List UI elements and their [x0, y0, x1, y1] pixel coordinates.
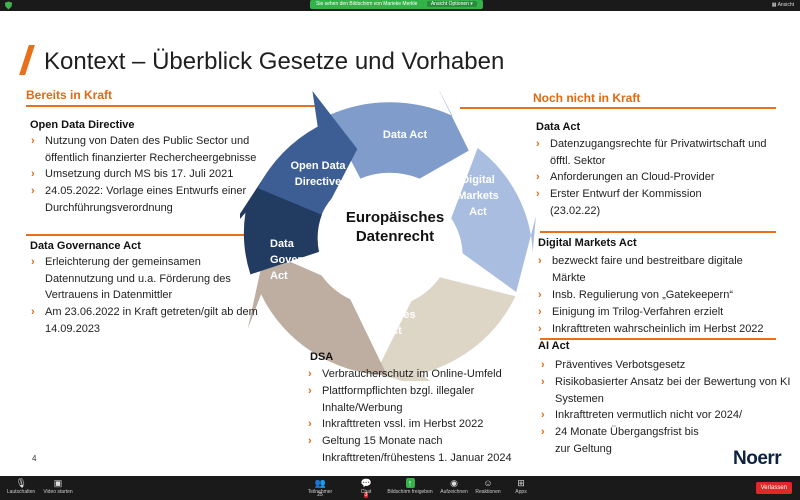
microphone-muted-icon: 🎙 — [15, 478, 27, 488]
chevron-right-icon: › — [308, 368, 312, 380]
shield-icon — [4, 1, 13, 10]
section-divider — [26, 234, 244, 236]
view-button[interactable]: ▦ Ansicht — [772, 1, 794, 10]
record-icon: ◉ — [450, 478, 458, 488]
cycle-segment-dsa — [247, 250, 388, 376]
chevron-right-icon: › — [538, 255, 542, 267]
list-item: ›Geltung 15 Monate nach Inkrafttreten/fr… — [308, 435, 512, 464]
chevron-right-icon: › — [31, 256, 35, 268]
chat-badge: 3 — [363, 492, 369, 498]
reactions-button[interactable]: ☺Reaktionen — [475, 478, 501, 495]
chevron-right-icon: › — [541, 426, 545, 438]
view-button-label: Ansicht — [777, 2, 794, 8]
shared-slide: Kontext – Überblick Gesetze und Vorhaben… — [0, 11, 800, 476]
view-icon: ▦ — [771, 2, 778, 8]
chevron-right-icon: › — [31, 168, 35, 180]
record-button[interactable]: ◉Aufzeichnen — [440, 478, 468, 495]
list-item: ›Insb. Regulierung von „Gatekeepern“ — [538, 287, 782, 304]
noerr-logo: Noerr — [733, 448, 782, 469]
list-item: ›24 Monate Übergangsfrist bis zur Geltun… — [541, 426, 699, 455]
chevron-right-icon: › — [308, 385, 312, 397]
right-header: Noch nicht in Kraft — [533, 91, 641, 105]
cycle-segment-data-act — [327, 91, 469, 179]
chevron-right-icon: › — [536, 171, 540, 183]
section-title-ai-act: AI Act — [538, 340, 570, 352]
section-title-open-data: Open Data Directive — [30, 119, 135, 131]
list-item: ›Inkrafttreten vssl. im Herbst 2022 — [308, 416, 532, 433]
section-title-dma: Digital Markets Act — [538, 237, 637, 249]
start-video-button[interactable]: ▣Video starten — [43, 478, 73, 495]
left-header-rule — [26, 105, 318, 107]
leave-button[interactable]: Verlassen — [755, 482, 792, 494]
chevron-right-icon: › — [538, 289, 542, 301]
mute-button[interactable]: 🎙Lautschalten — [6, 478, 36, 495]
list-item: ›bezweckt faire und bestreitbare digital… — [538, 255, 743, 284]
chevron-right-icon: › — [538, 323, 542, 335]
section-title-data-act: Data Act — [536, 121, 581, 133]
list-item: ›Datenzugangsrechte für Privatwirtschaft… — [536, 138, 767, 167]
sharing-banner: Sie sehen den Bildschirm von Marieke Mer… — [310, 0, 483, 9]
segment-label-data-act: Data Act — [382, 129, 428, 141]
list-item: ›Einigung im Trilog-Verfahren erzielt — [538, 304, 782, 321]
chevron-right-icon: › — [308, 435, 312, 447]
section-divider — [540, 338, 776, 340]
list-item: ›Verbraucherschutz im Online-Umfeld — [308, 366, 532, 383]
share-screen-button[interactable]: ↑Bildschirm freigeben — [387, 478, 433, 495]
cycle-diagram — [240, 91, 536, 381]
list-item: ›Nutzung von Daten des Public Sector und… — [31, 135, 257, 164]
segment-label-ai-act: AI Act — [457, 271, 489, 283]
section-title-dsa: DSA — [310, 351, 334, 363]
view-options-button[interactable]: Ansicht Optionen ▾ — [426, 1, 477, 7]
chevron-right-icon: › — [538, 306, 542, 318]
cycle-segment-open-data — [257, 91, 358, 215]
video-off-icon: ▣ — [53, 478, 63, 488]
sharing-banner-text: Sie sehen den Bildschirm von Marieke Mer… — [316, 1, 418, 7]
list-item: ›Präventives Verbotsgesetz — [541, 357, 775, 374]
page-number: 4 — [32, 454, 37, 463]
share-screen-icon: ↑ — [405, 478, 415, 488]
title-accent-slash — [19, 45, 35, 75]
section-divider — [540, 231, 776, 233]
participants-icon: 👥25 — [314, 478, 326, 498]
list-item: ›Anforderungen an Cloud-Provider — [536, 169, 780, 186]
list-item: ›Umsetzung durch MS bis 17. Juli 2021 — [31, 166, 285, 183]
chevron-right-icon: › — [541, 376, 545, 388]
chevron-right-icon: › — [541, 409, 545, 421]
cycle-segment-dga — [240, 171, 323, 275]
list-item: ›Erleichterung der gemeinsamen Datennutz… — [31, 256, 231, 301]
list-item: ›24.05.2022: Vorlage eines Entwurfs eine… — [31, 185, 247, 214]
cycle-segment-dma — [451, 148, 536, 292]
chevron-right-icon: › — [31, 306, 35, 318]
list-item: ›Erster Entwurf der Kommission (23.02.22… — [536, 188, 702, 217]
list-item: ›Am 23.06.2022 in Kraft getreten/gilt ab… — [31, 306, 258, 335]
list-item: ›Inkrafttreten vermutlich nicht vor 2024… — [541, 407, 780, 424]
chevron-right-icon: › — [308, 418, 312, 430]
right-header-rule — [460, 107, 776, 109]
chat-icon: 💬3 — [360, 478, 372, 498]
chevron-right-icon: › — [536, 188, 540, 200]
list-item: ›Plattformpflichten bzgl. illegaler Inha… — [308, 385, 475, 414]
chevron-right-icon: › — [31, 135, 35, 147]
apps-button[interactable]: ⊞Apps — [515, 478, 527, 495]
left-header: Bereits in Kraft — [26, 88, 113, 102]
slide-title: Kontext – Überblick Gesetze und Vorhaben — [44, 48, 505, 75]
list-item: ›Inkrafttreten wahrscheinlich im Herbst … — [538, 321, 797, 338]
chevron-right-icon: › — [536, 138, 540, 150]
reactions-icon: ☺ — [483, 478, 493, 488]
list-item: ›Risikobasierter Ansatz bei der Bewertun… — [541, 376, 791, 405]
meeting-top-bar: Sie sehen den Bildschirm von Marieke Mer… — [0, 0, 800, 11]
section-title-data-governance: Data Governance Act — [30, 240, 141, 252]
apps-icon: ⊞ — [517, 478, 525, 488]
cycle-segment-ai-act — [375, 277, 516, 381]
chevron-right-icon: › — [31, 185, 35, 197]
chevron-right-icon: › — [541, 359, 545, 371]
